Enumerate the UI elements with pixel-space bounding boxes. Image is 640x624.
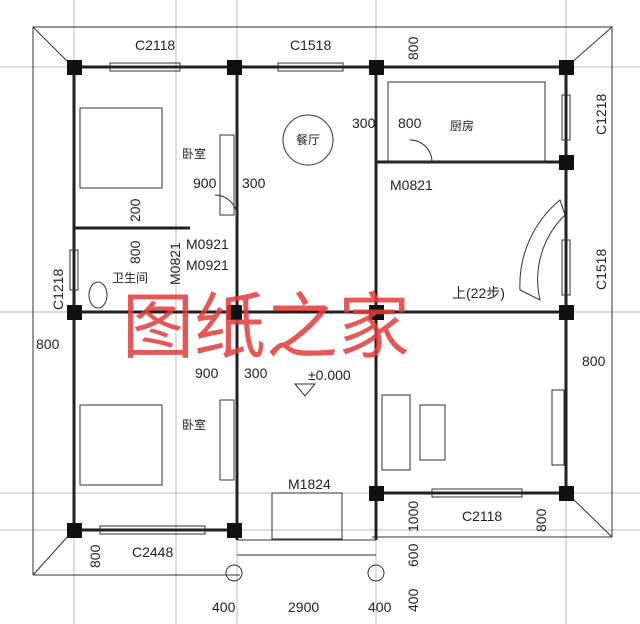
window-label: C2448	[132, 544, 173, 560]
door-label: M1824	[288, 476, 331, 492]
room-label-kitchen: 厨房	[450, 118, 474, 133]
level-marker	[293, 383, 317, 397]
dimension-label: 800	[127, 240, 143, 264]
dimension-label: 2900	[288, 599, 319, 615]
wardrobe-top	[219, 134, 235, 216]
dimension-label: 900	[193, 175, 217, 191]
stair-label: 上(22步)	[452, 285, 505, 301]
window-label: C2118	[135, 37, 175, 53]
dining-table	[282, 114, 334, 166]
window-label: C2118	[462, 508, 502, 524]
door-label: M0821	[390, 177, 433, 193]
columns	[67, 60, 574, 582]
sofa	[381, 394, 411, 471]
window-label: C1218	[593, 94, 609, 135]
spiral-stair	[519, 199, 566, 301]
windows	[69, 62, 571, 535]
dimension-label: 900	[195, 365, 219, 381]
room-label-dining: 餐厅	[296, 132, 320, 147]
dimension-label: 800	[582, 353, 606, 369]
entrance-door	[271, 492, 343, 540]
door-label: M0821	[167, 242, 183, 285]
toilet	[88, 281, 108, 309]
dimension-label: 800	[533, 508, 549, 532]
dimension-label: 800	[87, 544, 103, 568]
bed-top	[79, 107, 163, 189]
tv-cabinet	[551, 389, 565, 466]
dimension-label: 300	[242, 175, 266, 191]
room-label-bedroom-bottom: 卧室	[182, 417, 206, 432]
dimension-label: 300	[244, 365, 268, 381]
bed-bottom	[79, 404, 163, 486]
watermark: 图纸之家	[122, 285, 410, 369]
dimension-label: 800	[405, 36, 421, 60]
room-label-bedroom-top: 卧室	[182, 146, 206, 161]
coffee-table	[419, 404, 446, 461]
dimension-label: 800	[398, 115, 422, 131]
dimension-label: 600	[405, 543, 421, 567]
dimension-label: 400	[368, 599, 392, 615]
dimension-label: 1000	[405, 501, 421, 532]
window-label: C1518	[593, 249, 609, 290]
window-label: C1218	[50, 269, 66, 310]
furniture	[79, 107, 566, 540]
dimension-label: 300	[352, 115, 376, 131]
dimension-label: 200	[127, 198, 143, 222]
door-label: M0921	[186, 236, 229, 252]
wardrobe-bottom	[219, 399, 235, 481]
dimension-label: 400	[212, 599, 236, 615]
dimension-label: 800	[36, 336, 60, 352]
window-label: C1518	[290, 37, 331, 53]
room-label-bathroom: 卫生间	[112, 271, 148, 285]
door-label: M0921	[186, 257, 229, 273]
level-label: ±0.000	[308, 367, 351, 383]
door-swing	[214, 139, 433, 218]
dimension-label: 400	[405, 588, 421, 612]
roof-outline	[32, 26, 613, 576]
